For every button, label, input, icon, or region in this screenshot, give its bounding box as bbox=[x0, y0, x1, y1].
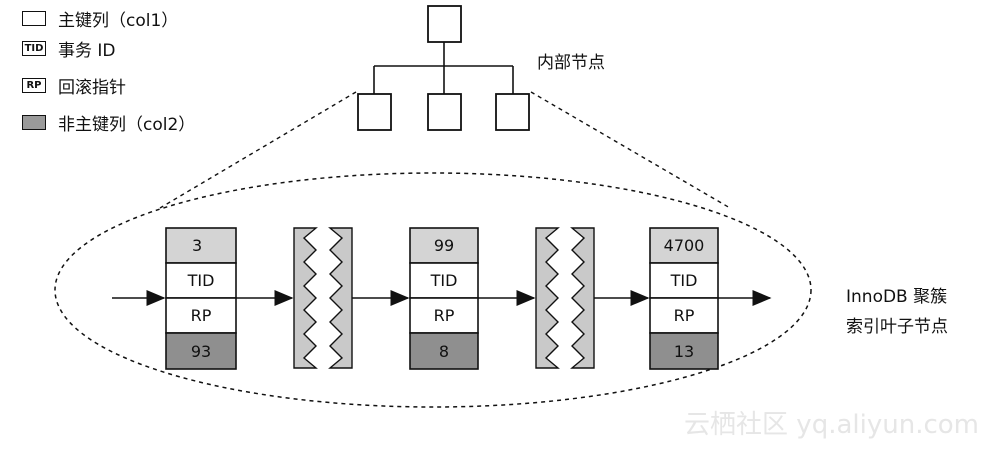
legend-label-non-key: 非主键列（col2） bbox=[58, 115, 196, 135]
legend-label-rollback-pointer: 回滚指针 bbox=[58, 78, 126, 98]
child-node-left bbox=[357, 93, 392, 131]
leaf-label-line1: InnoDB 聚簇 bbox=[846, 287, 948, 307]
legend-item-primary-key: 主键列（col1） bbox=[22, 6, 195, 31]
child-node-middle bbox=[427, 93, 462, 131]
page-break-1 bbox=[293, 227, 353, 369]
page-break-2 bbox=[535, 227, 595, 369]
zoom-line-right bbox=[530, 91, 731, 209]
legend-label-primary-key: 主键列（col1） bbox=[58, 10, 179, 31]
legend-item-transaction-id: TID 事务 ID bbox=[22, 30, 195, 67]
leaf-3-rp: RP bbox=[674, 306, 695, 325]
legend-label-transaction-id: 事务 ID bbox=[58, 41, 116, 61]
internal-node-tree bbox=[357, 5, 530, 131]
leaf-2-tid: TID bbox=[430, 271, 458, 290]
root-node bbox=[427, 5, 462, 43]
leaf-3-tid: TID bbox=[670, 271, 698, 290]
rollback-pointer-swatch-icon: RP bbox=[22, 78, 46, 93]
leaf-3-col2: 13 bbox=[674, 342, 694, 361]
leaf-record-1: 3 TID RP 93 bbox=[165, 227, 237, 370]
leaf-1-col2: 93 bbox=[191, 342, 211, 361]
leaf-2-rp: RP bbox=[434, 306, 455, 325]
leaf-1-tid: TID bbox=[187, 271, 215, 290]
leaf-2-col2: 8 bbox=[439, 342, 449, 361]
legend: 主键列（col1） TID 事务 ID RP 回滚指针 非主键列（col2） bbox=[22, 6, 195, 141]
watermark: 云栖社区 yq.aliyun.com bbox=[684, 410, 979, 440]
non-key-swatch-icon bbox=[22, 115, 46, 130]
zoom-line-left bbox=[159, 91, 357, 209]
leaf-1-key: 3 bbox=[192, 236, 202, 255]
leaf-record-2: 99 TID RP 8 bbox=[409, 227, 479, 370]
legend-item-non-key: 非主键列（col2） bbox=[22, 104, 195, 141]
internal-node-label: 内部节点 bbox=[537, 53, 605, 73]
leaf-level-ellipse bbox=[54, 172, 812, 408]
leaf-record-3: 4700 TID RP 13 bbox=[649, 227, 719, 370]
leaf-2-key: 99 bbox=[434, 236, 454, 255]
leaf-1-rp: RP bbox=[191, 306, 212, 325]
legend-item-rollback-pointer: RP 回滚指针 bbox=[22, 67, 195, 104]
transaction-id-swatch-icon: TID bbox=[22, 41, 46, 56]
child-node-right bbox=[495, 93, 530, 131]
leaf-3-key: 4700 bbox=[664, 236, 705, 255]
leaf-label-line2: 索引叶子节点 bbox=[846, 317, 948, 337]
primary-key-swatch-icon bbox=[22, 10, 46, 26]
